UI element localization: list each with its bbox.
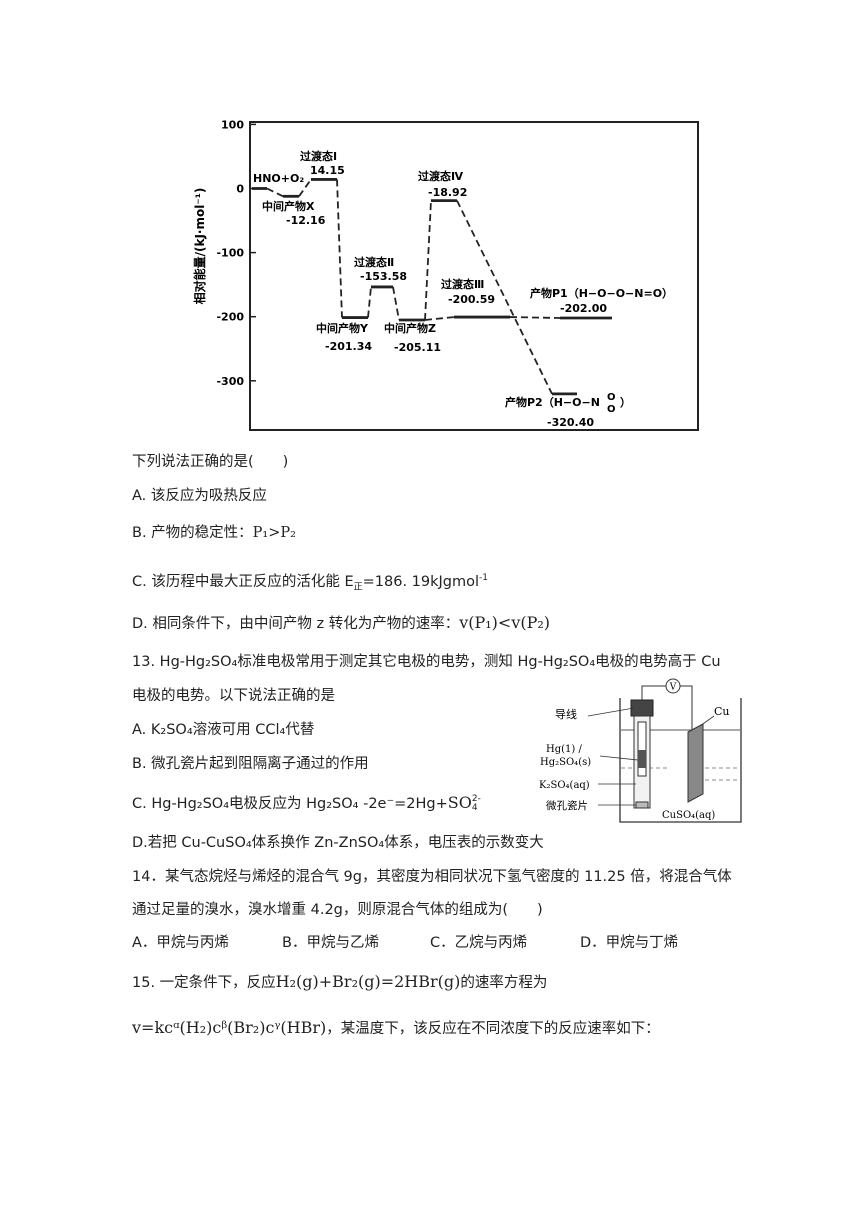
plot-frame	[249, 121, 699, 431]
chart-axes: 100 0 -100 -200 -300 相对能量/(kJ·mol⁻¹)	[192, 118, 699, 431]
reaction-path-segment	[298, 178, 312, 197]
cu-label: Cu	[714, 705, 730, 718]
state-label: 中间产物Z	[384, 321, 436, 335]
y-tick-label: 100	[221, 118, 244, 131]
q13-option-c-text: C. Hg-Hg₂SO₄电极反应为 Hg₂SO₄ -2e⁻=2Hg+	[132, 796, 448, 812]
state-label: 过渡态Ⅱ	[354, 255, 394, 269]
q12-option-c-text: C. 该历程中最大正反应的活化能 E	[132, 573, 354, 590]
state-label: HNO+O₂	[253, 172, 304, 185]
reaction-path-segment	[266, 187, 284, 198]
q12-option-c-sup: -1	[479, 573, 489, 583]
q12-option-d: D. 相同条件下，由中间产物 z 转化为产物的速率：v(P₁)<v(P₂)	[132, 613, 550, 634]
cuso4-label: CuSO₄(aq)	[662, 810, 715, 821]
state-label: -320.40	[547, 416, 594, 429]
state-label: 中间产物X	[262, 199, 315, 213]
q15-stem-intro: 15. 一定条件下，反应	[132, 975, 276, 991]
electrochemical-cell-figure: V 导线 Cu Hg(1) / Hg₂SO₄(s) K₂SO₄(aq) 微孔瓷片…	[539, 678, 742, 823]
reaction-path-segment	[392, 286, 400, 321]
y-tick-label: -300	[216, 375, 244, 388]
chart-lines	[252, 178, 612, 396]
hg-paste	[638, 750, 646, 768]
p2-oxygen-bottom: O	[607, 404, 616, 415]
q13-stem-line1: 13. Hg-Hg₂SO₄标准电极常用于测定其它电极的电势，测知 Hg-Hg₂S…	[132, 654, 721, 670]
q13-stem-line2: 电极的电势。以下说法正确的是	[132, 688, 335, 704]
state-label: -12.16	[286, 214, 326, 227]
q13-option-d: D.若把 Cu-CuSO₄体系换作 Zn-ZnSO₄体系，电压表的示数变大	[132, 835, 544, 851]
q14-option-a: A．甲烷与丙烯	[132, 935, 229, 951]
reaction-path-segment	[456, 200, 553, 395]
q15-rate-tail: ，某温度下，该反应在不同浓度下的反应速率如下：	[326, 1021, 660, 1037]
state-label: 产物P2（H−O−N	[505, 395, 600, 409]
reaction-path-segment	[509, 316, 561, 319]
q15-stem-tail: 的速率方程为	[460, 975, 548, 991]
state-label: -18.92	[428, 186, 467, 199]
q15-equation: H₂(g)+Br₂(g)=2HBr(g)	[275, 972, 461, 991]
state-label: 过渡态Ⅲ	[441, 277, 484, 291]
state-label: 中间产物Y	[316, 321, 369, 335]
hg-label-line1: Hg(1) /	[546, 744, 582, 755]
q12-option-b-text: B. 产物的稳定性：	[132, 525, 253, 541]
voltmeter-label: V	[669, 683, 677, 693]
q15-rate-line: v=kcᵅ(H₂)cᵝ(Br₂)cᵞ(HBr)，某温度下，该反应在不同浓度下的反…	[132, 1018, 660, 1039]
reaction-path-segment	[424, 316, 455, 321]
y-axis-label: 相对能量/(kJ·mol⁻¹)	[192, 188, 207, 305]
q12-option-d-text: D. 相同条件下，由中间产物 z 转化为产物的速率：	[132, 616, 460, 632]
q13-option-a: A. K₂SO₄溶液可用 CCl₄代替	[132, 722, 315, 738]
reaction-path-segment	[336, 179, 343, 318]
state-label: 过渡态Ⅳ	[418, 169, 464, 183]
y-tick-label: -100	[216, 247, 244, 260]
plate-label: 微孔瓷片	[546, 799, 588, 812]
q12-option-c-sub: 正	[353, 582, 363, 593]
q14-stem-line2: 通过足量的溴水，溴水增重 4.2g，则原混合气体的组成为( )	[132, 902, 543, 918]
inner-tube	[637, 721, 647, 777]
state-label: 产物P1（H−O−O−N=O）	[530, 286, 673, 300]
q14-stem-line1: 14．某气态烷烃与烯烃的混合气 9g，其密度为相同状况下氢气密度的 11.25 …	[132, 869, 732, 885]
q15-stem: 15. 一定条件下，反应H₂(g)+Br₂(g)=2HBr(g)的速率方程为	[132, 972, 547, 993]
q12-option-d-formula: v(P₁)<v(P₂)	[459, 613, 551, 632]
state-label: -202.00	[560, 302, 607, 315]
cu-plate	[687, 723, 704, 803]
q13-option-b: B. 微孔瓷片起到阻隔离子通过的作用	[132, 756, 369, 772]
beaker	[619, 698, 742, 823]
state-label: -205.11	[394, 341, 441, 354]
q12-option-a: A. 该反应为吸热反应	[132, 488, 267, 504]
y-tick-label: -200	[216, 311, 244, 324]
q12-option-c: C. 该历程中最大正反应的活化能 E正=186. 19kJgmol-1	[132, 568, 488, 598]
q14-option-d: D．甲烷与丁烯	[580, 935, 679, 951]
porous-plate	[635, 801, 649, 809]
hg-label-line2: Hg₂SO₄(s)	[540, 757, 591, 768]
state-label: -200.59	[448, 293, 495, 306]
q13-sulfate-ion: SO	[447, 793, 472, 812]
q12-option-b: B. 产物的稳定性：P₁>P₂	[132, 523, 296, 543]
q15-rate-law: v=kcᵅ(H₂)cᵝ(Br₂)cᵞ(HBr)	[132, 1018, 327, 1037]
left-wire	[641, 685, 666, 700]
reaction-path-segment	[367, 286, 372, 318]
reaction-path-segment	[424, 200, 432, 321]
energy-profile-chart: 100 0 -100 -200 -300 相对能量/(kJ·mol⁻¹) HNO+O₂ 中间…	[192, 118, 699, 431]
state-label: -201.34	[325, 340, 372, 353]
p2-oxygen-top: O	[607, 392, 616, 403]
electrode-cap	[630, 699, 654, 717]
state-label: 过渡态Ⅰ	[300, 149, 337, 163]
state-label: 14.15	[310, 164, 345, 177]
q13-sulfate-charge: 2-4	[471, 794, 481, 813]
p2-structure-fragment: OO ）	[607, 392, 631, 415]
q14-option-b: B．甲烷与乙烯	[282, 935, 379, 951]
state-label: -153.58	[360, 270, 407, 283]
q12-stem: 下列说法正确的是( )	[132, 454, 289, 470]
k2so4-label: K₂SO₄(aq)	[539, 780, 590, 791]
q12-option-c-unit: =186. 19kJgmol	[362, 573, 480, 590]
q14-option-c: C．乙烷与丙烯	[430, 935, 528, 951]
y-tick-label: 0	[236, 183, 244, 196]
wire-label: 导线	[555, 707, 577, 721]
p2-bracket: ）	[620, 396, 631, 409]
q12-option-b-formula: P₁>P₂	[252, 525, 296, 541]
right-wire	[680, 685, 693, 732]
